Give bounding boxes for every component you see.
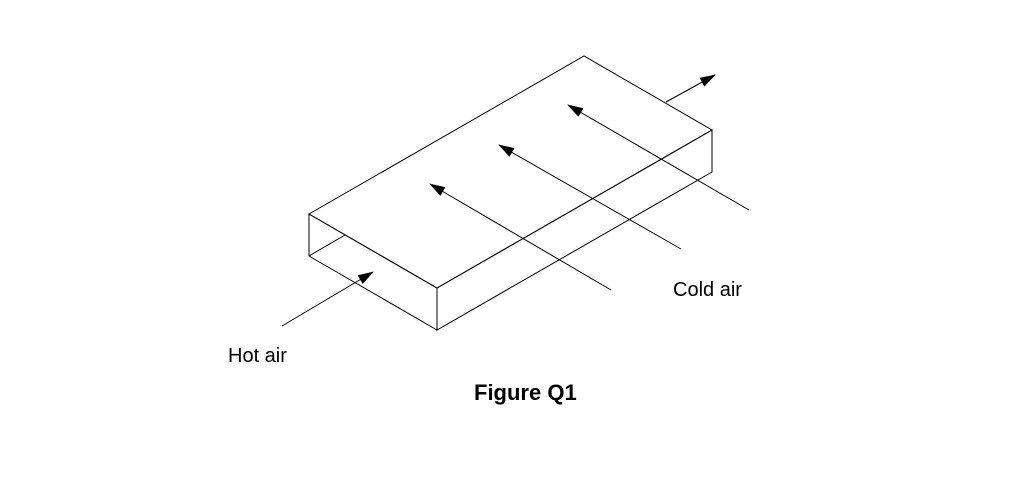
cold-air-flow: [429, 104, 750, 291]
cold-air-arrow: [498, 144, 682, 250]
hot-air-outlet-arrow: [665, 74, 716, 103]
cold-air-arrow: [429, 183, 612, 291]
cold-air-label: Cold air: [673, 279, 742, 301]
hot-air-flow: [281, 74, 716, 327]
duct-inner-edge: [308, 234, 346, 257]
hot-air-inlet-arrow: [281, 271, 374, 327]
duct-box: [307, 55, 714, 331]
hot-air-label: Hot air: [228, 345, 287, 367]
duct-side-face: [436, 129, 713, 331]
figure-caption: Figure Q1: [474, 380, 577, 405]
cold-air-arrow: [567, 104, 750, 211]
duct-top-face: [307, 55, 714, 289]
